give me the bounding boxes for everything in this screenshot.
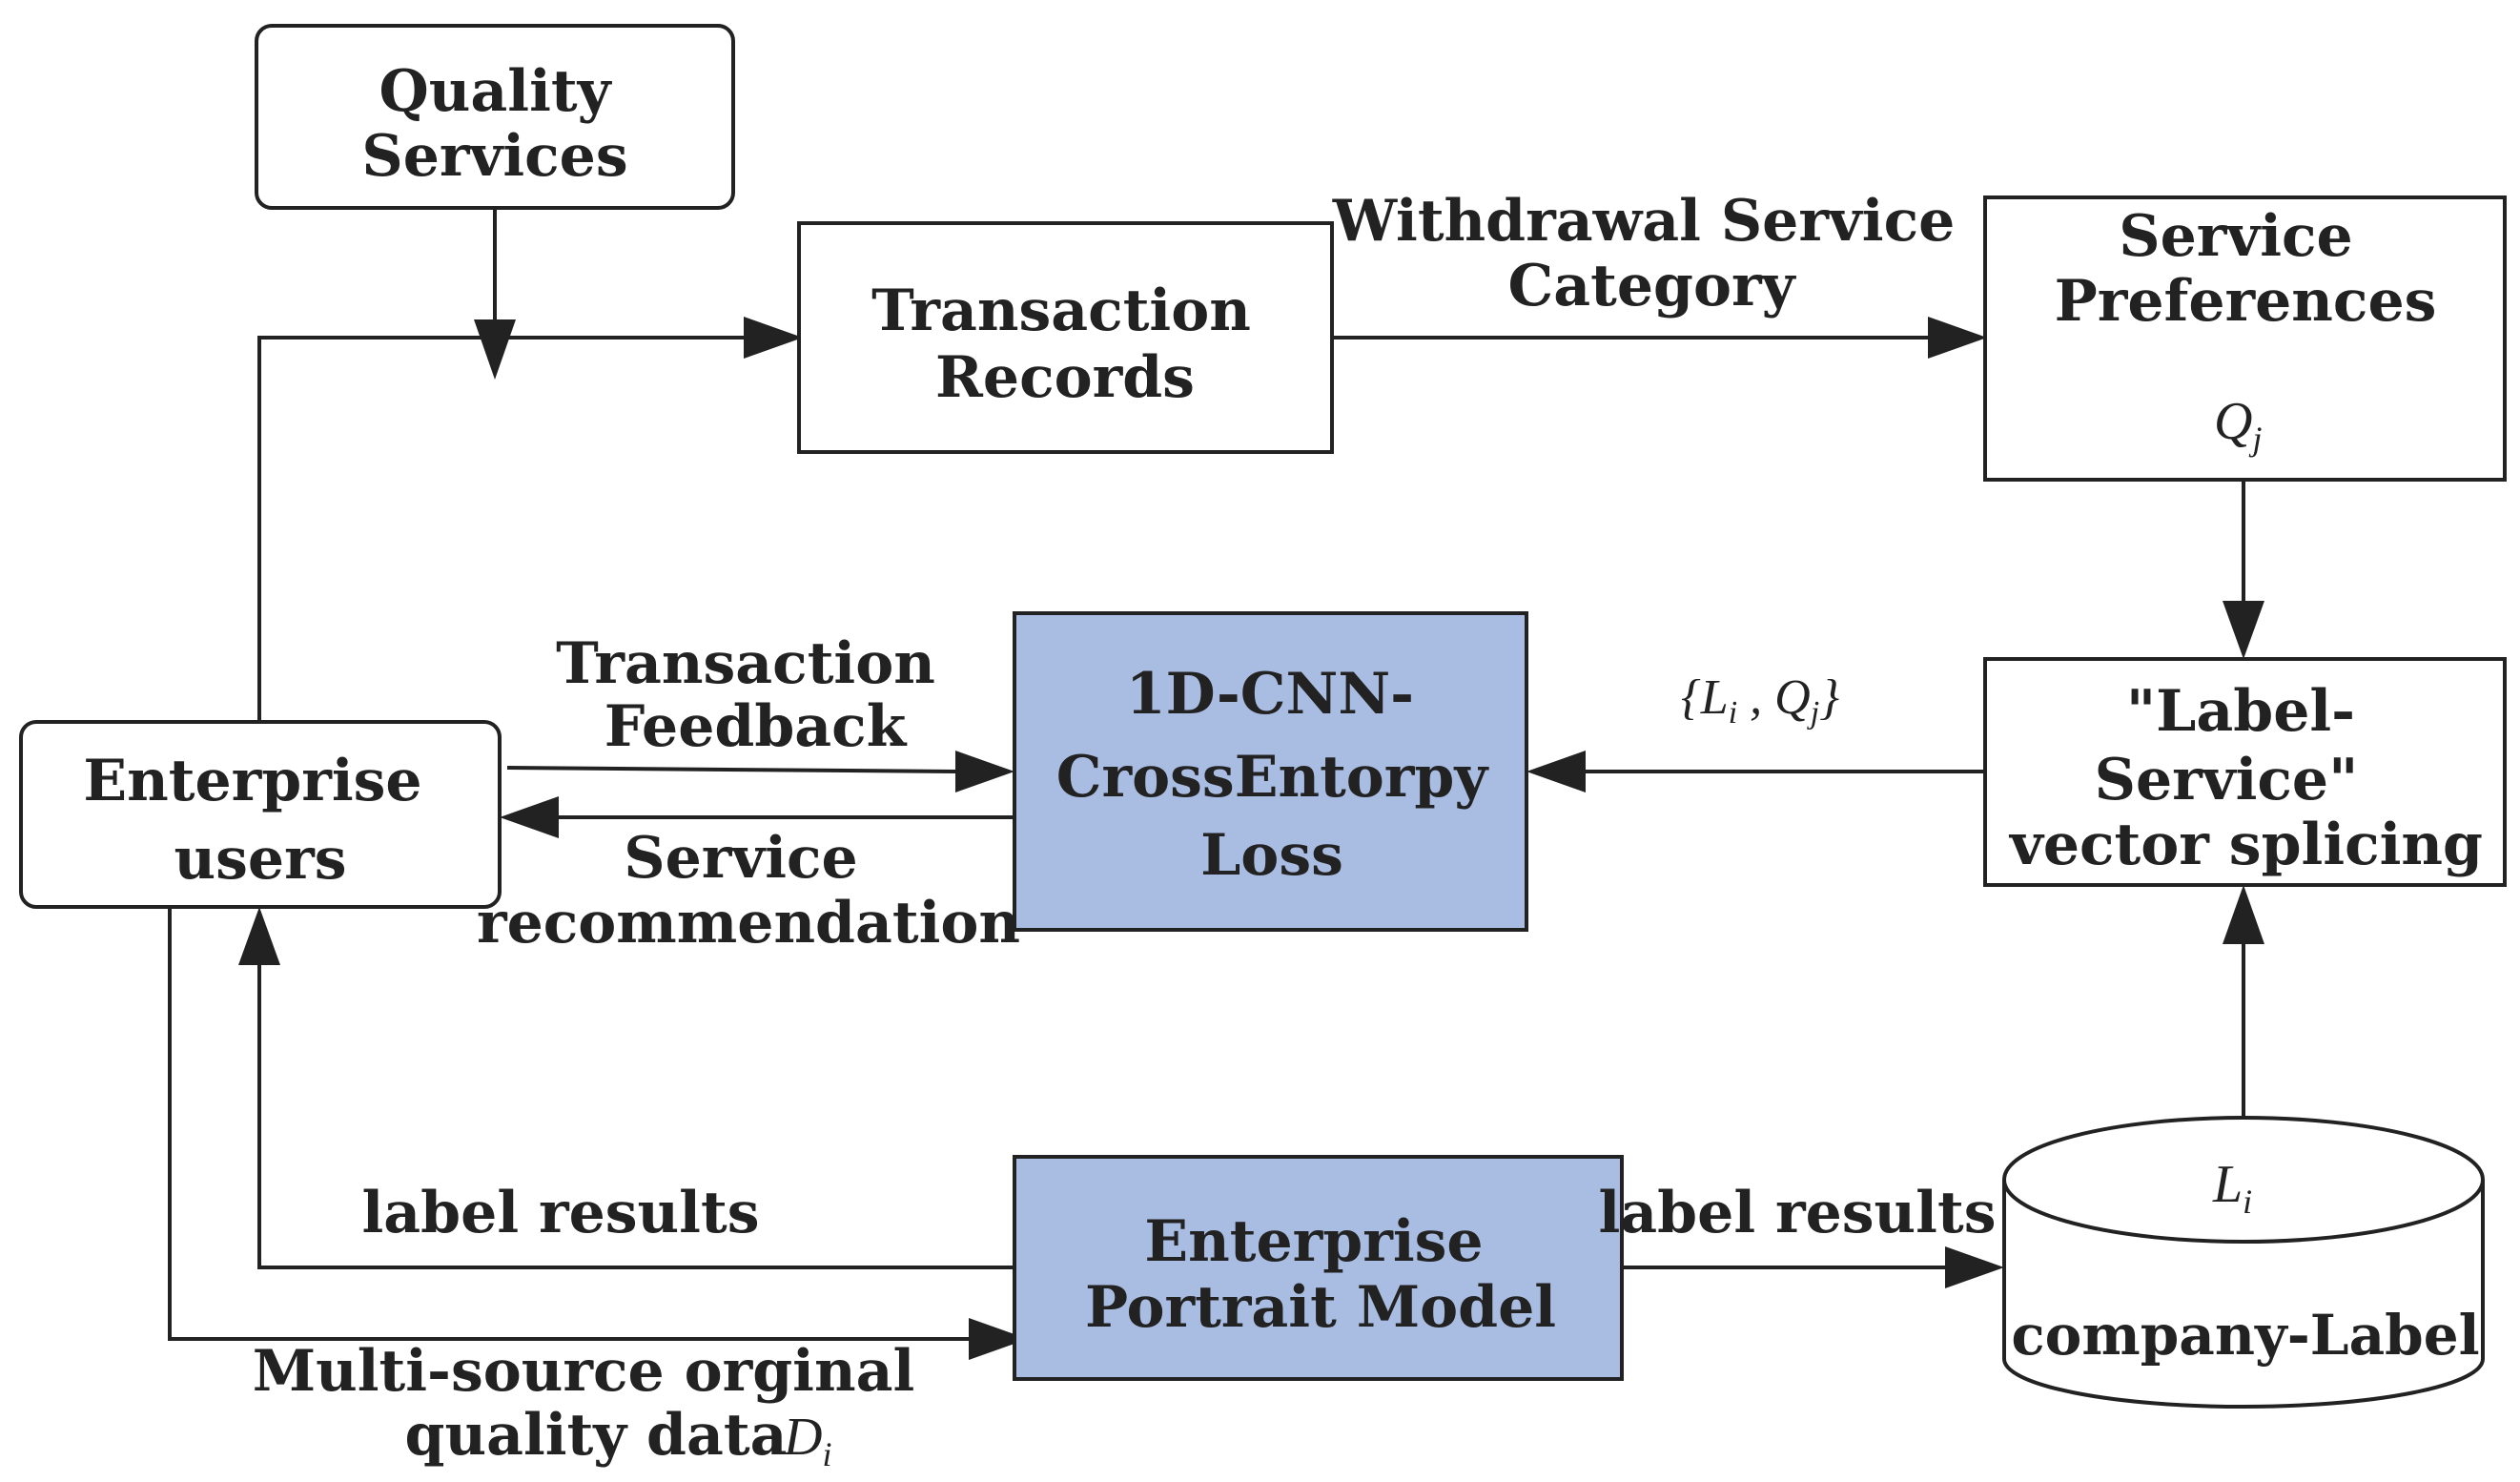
arrowhead-right-icon xyxy=(1928,317,1987,359)
edge-label: Multi-source orginal xyxy=(253,1338,915,1405)
node-label: Enterprise xyxy=(1144,1208,1483,1275)
vector-pair-label: {Li , Qj} xyxy=(1681,670,1839,731)
edge-multisource xyxy=(168,907,969,1341)
node-label-service-splicing: "Label- Service" vector splicing xyxy=(1983,657,2507,887)
model-fill xyxy=(1013,611,1528,932)
edge-label: label results xyxy=(362,1180,760,1246)
node-label: Loss xyxy=(1200,822,1343,889)
node-label: Service xyxy=(2119,203,2352,270)
edge-label-results-left xyxy=(257,965,1014,1269)
node-label: Enterprise xyxy=(83,748,421,814)
edge-label: Service xyxy=(624,825,857,892)
node-quality-services: Quality Services xyxy=(255,24,735,210)
edge-label: label results xyxy=(1599,1180,1997,1246)
node-label: company-Label xyxy=(2011,1303,2479,1368)
edge-label: quality data xyxy=(405,1402,788,1469)
variable-d-i: Di xyxy=(783,1408,831,1473)
node-label: Records xyxy=(935,344,1195,411)
node-company-label-db: Li company-Label xyxy=(2002,1116,2485,1409)
node-label: 1D-CNN- xyxy=(1126,661,1414,728)
variable-q-j: Qj xyxy=(2214,392,2262,458)
edge-label: Transaction xyxy=(556,630,935,697)
node-label: Services xyxy=(361,123,627,190)
edge-label: Category xyxy=(1508,253,1797,319)
arrowhead-right-icon xyxy=(955,751,1014,792)
node-cnn-model: 1D-CNN- CrossEntorpy Loss xyxy=(1013,611,1528,932)
node-label: Transaction xyxy=(871,278,1251,344)
edge-feedback xyxy=(506,766,956,773)
arrowhead-right-icon xyxy=(1945,1246,2004,1288)
node-label: Portrait Model xyxy=(1085,1274,1556,1341)
node-label: users xyxy=(174,826,347,893)
node-enterprise-users: Enterprise users xyxy=(19,720,502,909)
arrowhead-left-icon xyxy=(500,796,559,838)
node-portrait-model: Enterprise Portrait Model xyxy=(1013,1155,1624,1381)
arrowhead-down-icon xyxy=(474,319,516,380)
node-label: "Label- xyxy=(2126,678,2355,745)
arrowhead-right-icon xyxy=(969,1318,1028,1360)
node-label: CrossEntorpy xyxy=(1056,744,1490,811)
node-label: Preferences xyxy=(2055,268,2437,335)
arrowhead-right-icon xyxy=(744,317,803,359)
node-transaction-records: Transaction Records xyxy=(797,221,1334,454)
node-label: vector splicing xyxy=(2008,812,2483,878)
edge-label: Feedback xyxy=(604,693,908,760)
model-fill xyxy=(1013,1155,1624,1381)
arrowhead-up-icon xyxy=(238,907,280,965)
node-service-preferences: Service Preferences Qj xyxy=(1983,196,2507,482)
arrowhead-left-icon xyxy=(1526,751,1586,792)
variable-l-i: Li xyxy=(2212,1155,2252,1221)
edge-users-to-records xyxy=(257,336,744,722)
edge-label: recommendation xyxy=(477,890,1020,957)
arrowhead-down-icon xyxy=(2223,601,2264,659)
node-label: Quality xyxy=(379,58,613,125)
arrowhead-up-icon xyxy=(2223,885,2264,944)
node-label: Service" xyxy=(2095,747,2359,813)
edge-label: Withdrawal Service xyxy=(1332,188,1956,255)
